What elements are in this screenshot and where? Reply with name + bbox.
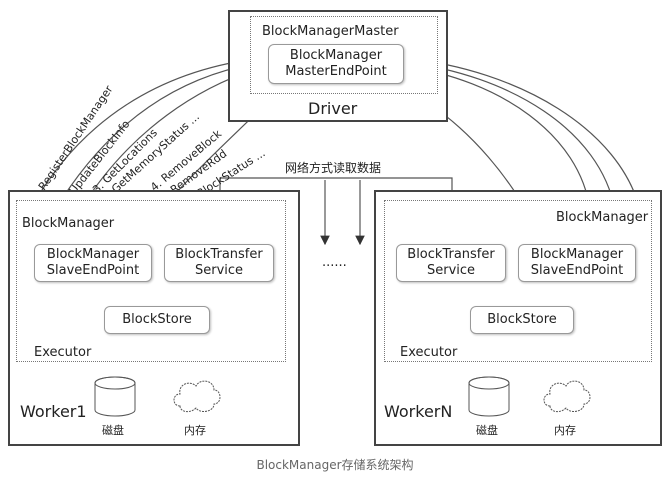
ellipsis: ...... [322, 255, 347, 270]
block-manager-master-label: BlockManagerMaster [262, 24, 399, 39]
worker1-block-store: BlockStore [104, 306, 210, 334]
workerN-transfer-line2: Service [426, 263, 476, 278]
workerN-executor-label: Executor [400, 345, 458, 360]
worker1-disk-icon [94, 376, 136, 417]
workerN-transfer-service: BlockTransfer Service [396, 244, 506, 282]
workerN-slave-line1: BlockManager [530, 247, 624, 262]
driver-label: Driver [308, 99, 358, 118]
master-endpoint-line2: MasterEndPoint [285, 64, 387, 79]
workerN-memory-label: 内存 [554, 424, 576, 437]
worker1-executor-label: Executor [34, 345, 92, 360]
workerN-store-label: BlockStore [487, 312, 557, 327]
workerN-transfer-line1: BlockTransfer [407, 247, 495, 262]
workerN-arrow-1 [402, 54, 641, 211]
workerN-block-manager-label: BlockManager [556, 210, 649, 225]
worker1-memory-icon [173, 380, 221, 413]
worker1-block-manager-label: BlockManager [22, 216, 115, 231]
worker1-slave-line2: SlaveEndPoint [46, 263, 140, 278]
workerN-slave-endpoint: BlockManager SlaveEndPoint [518, 244, 636, 282]
workerN-label: WorkerN [384, 402, 453, 421]
master-endpoint-line1: BlockManager [289, 48, 383, 63]
workerN-slave-line2: SlaveEndPoint [530, 263, 624, 278]
master-endpoint-box: BlockManager MasterEndPoint [268, 44, 404, 84]
worker1-transfer-line2: Service [194, 263, 244, 278]
worker1-disk-label: 磁盘 [102, 424, 124, 437]
workerN-memory-icon [543, 380, 591, 413]
worker1-slave-endpoint: BlockManager SlaveEndPoint [34, 244, 152, 282]
register-arrow [29, 54, 264, 211]
worker1-memory-label: 内存 [184, 424, 206, 437]
workerN-block-store: BlockStore [470, 306, 574, 334]
worker1-label: Worker1 [20, 402, 87, 421]
block-manager-master-box [250, 16, 438, 94]
worker1-transfer-service: BlockTransfer Service [164, 244, 274, 282]
workerN-disk-label: 磁盘 [476, 424, 498, 437]
worker1-slave-line1: BlockManager [46, 247, 140, 262]
worker1-transfer-line1: BlockTransfer [175, 247, 263, 262]
workerN-executor-box [384, 200, 652, 362]
network-read-label: 网络方式读取数据 [285, 161, 382, 175]
figure-caption: BlockManager存储系统架构 [256, 458, 414, 472]
worker1-executor-box [16, 200, 286, 362]
workerN-disk-icon [468, 376, 510, 417]
worker1-store-label: BlockStore [122, 312, 192, 327]
